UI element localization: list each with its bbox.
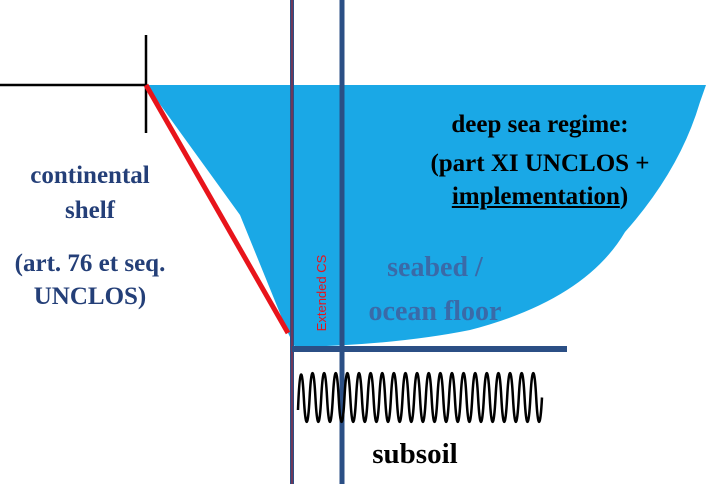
implementation-text: implementation bbox=[452, 183, 620, 210]
seabed-label: seabed / bbox=[350, 254, 520, 282]
subsoil-label: subsoil bbox=[350, 440, 480, 469]
deep-sea-regime-reference-line3: implementation) bbox=[400, 184, 680, 209]
continental-shelf-label: continental bbox=[10, 163, 170, 188]
deep-sea-regime-reference: (part XI UNCLOS + bbox=[400, 151, 680, 176]
continental-shelf-label-line2: shelf bbox=[10, 198, 170, 223]
ocean-floor-label: ocean floor bbox=[345, 298, 525, 326]
continental-shelf-reference: (art. 76 et seq. bbox=[0, 251, 180, 276]
extended-cs-label: Extended CS bbox=[314, 253, 330, 333]
continental-shelf-reference-line2: UNCLOS) bbox=[0, 284, 180, 309]
deep-sea-regime-label: deep sea regime: bbox=[400, 112, 680, 137]
subsoil-wave bbox=[298, 373, 542, 422]
closing-paren: ) bbox=[620, 183, 628, 210]
